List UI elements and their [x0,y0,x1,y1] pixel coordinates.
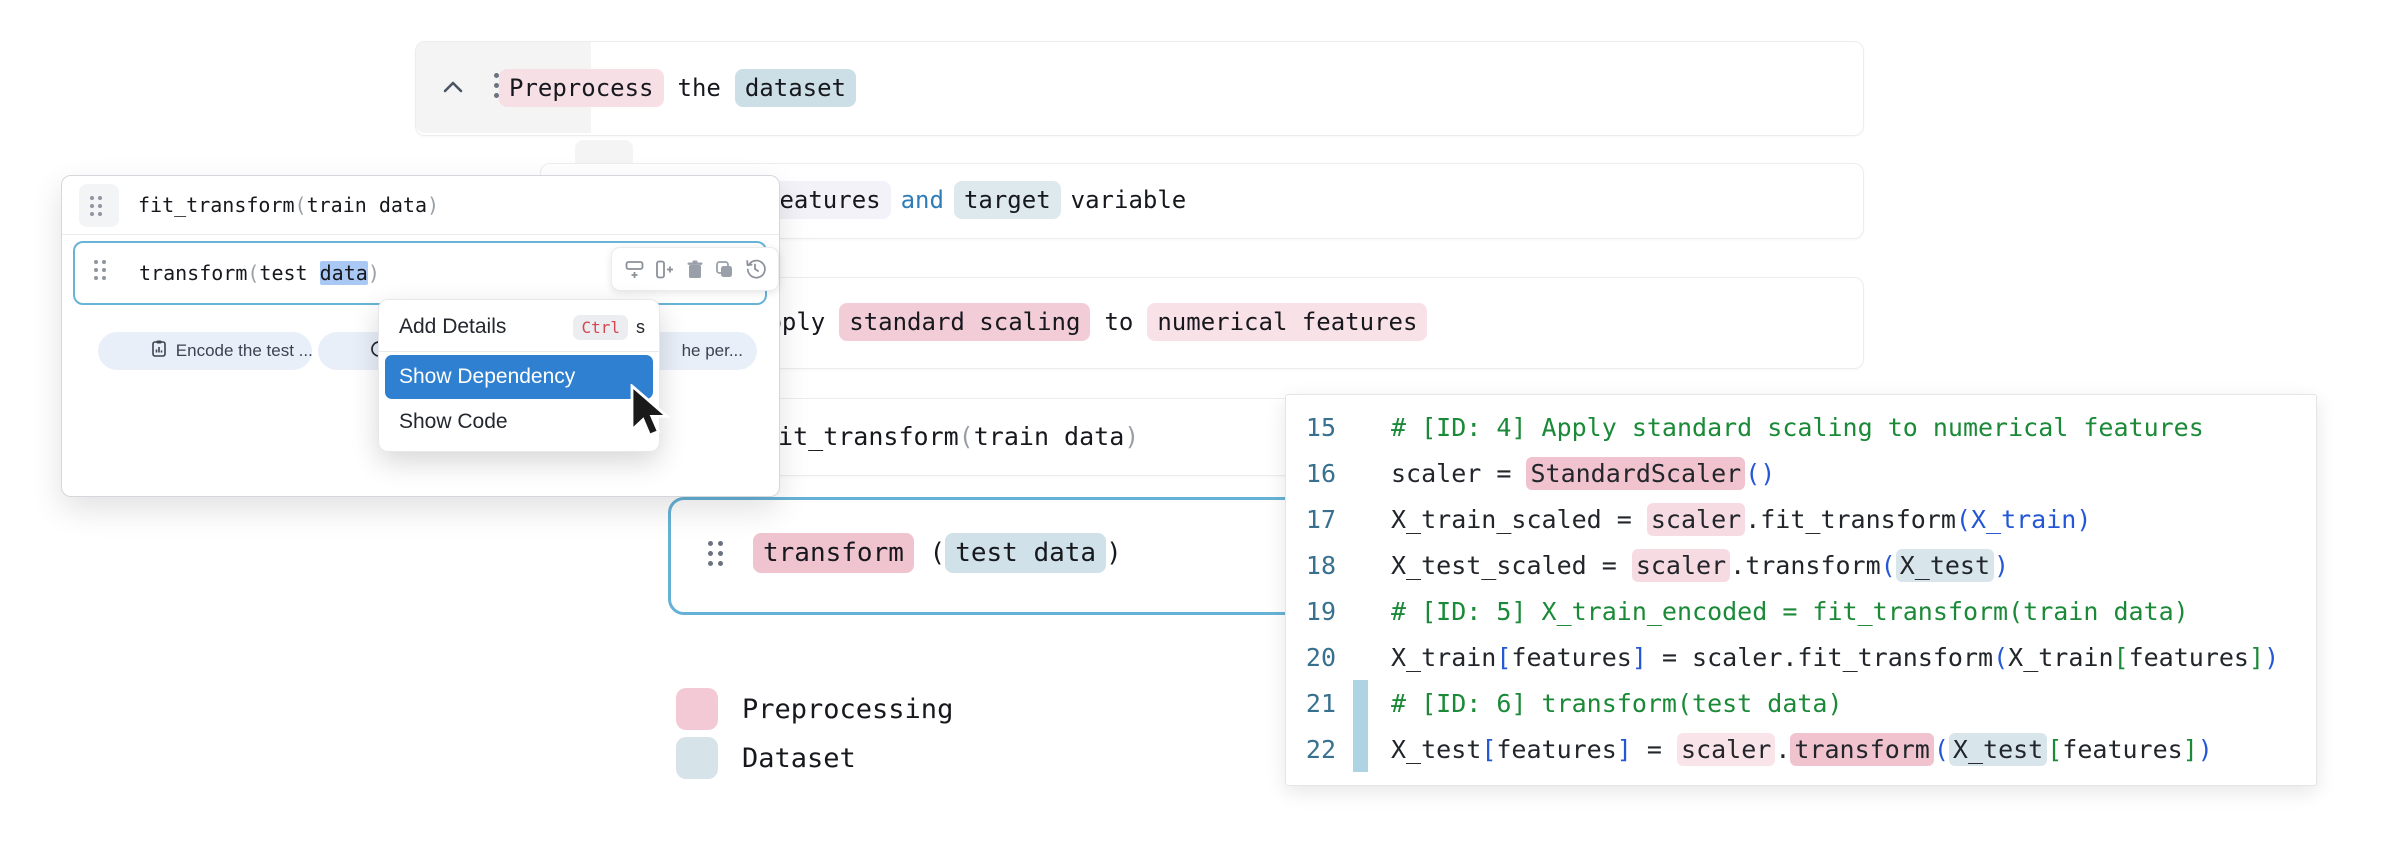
code-line-16: 16 scaler = StandardScaler() [1286,450,2316,496]
code-lines: 15 # [ID: 4] Apply standard scaling to nu… [1286,404,2316,772]
delete-trash-icon[interactable] [685,259,705,280]
list-separator [62,234,779,235]
fit-transform-arg: train data [973,421,1125,451]
tag-numerical-features[interactable]: numerical features [1147,303,1428,341]
tag-transform[interactable]: transform [753,533,914,573]
code-text: # [ID: 6] transform(test data) [1391,688,1843,718]
open-paren: ( [913,538,946,568]
menu-item-show-dependency[interactable]: Show Dependency [385,355,653,399]
code-line-19: 19 # [ID: 5] X_train_encoded = fit_transf… [1286,588,2316,634]
menu-item-add-details[interactable]: Add Details Ctrl s [379,306,659,348]
code-line-17: 17 X_train_scaled = scaler.fit_transform(… [1286,496,2316,542]
gutter-highlight-marker [1353,726,1368,772]
history-clock-icon[interactable] [744,258,766,280]
legend-item-preprocessing: Preprocessing [676,688,953,730]
code-text: scaler = StandardScaler() [1391,456,1776,490]
chip-encode-the-test[interactable]: Encode the test ... [98,332,313,370]
drag-handle-icon[interactable] [94,260,106,280]
gutter-spacer [1353,588,1368,634]
drag-handle-icon[interactable] [90,196,102,216]
insert-row-below-icon[interactable] [624,259,645,280]
code-text: X_test[features] = scaler.transform(X_te… [1391,732,2213,766]
close-paren: ) [427,192,440,217]
word-the: the [677,73,721,102]
open-paren: ( [958,421,974,451]
legend-swatch-preprocessing [676,688,718,730]
duplicate-copy-icon[interactable] [714,259,735,280]
code-line-18: 18 X_test_scaled = scaler.transform(X_tes… [1286,542,2316,588]
tag-test-data[interactable]: test data [945,533,1107,573]
chip-label: Encode the test ... [175,341,313,360]
legend-label-dataset: Dataset [742,742,856,774]
transform-item-text: transform(test data) [139,243,380,303]
shortcut-suffix: s [636,316,645,337]
legend-item-dataset: Dataset [676,737,856,779]
menu-item-label: Show Dependency [399,365,576,388]
line-number: 22 [1305,734,1336,764]
gutter-spacer [1353,634,1368,680]
open-paren: ( [247,261,260,285]
tag-standard-scaling[interactable]: standard scaling [839,303,1091,341]
code-text: X_train_scaled = scaler.fit_transform(X_… [1391,502,2092,536]
code-text: # [ID: 5] X_train_encoded = fit_transfor… [1391,596,2189,626]
code-text: X_train[features] = scaler.fit_transform… [1391,642,2280,672]
fn-text: transform [139,261,248,285]
close-paren: ) [1124,421,1140,451]
report-chart-icon [112,319,168,383]
menu-item-label: Add Details [399,315,507,338]
line-number: 21 [1305,688,1336,718]
legend-swatch-dataset [676,737,718,779]
line-number: 16 [1305,458,1336,488]
gutter-spacer [1353,450,1368,496]
word-and: and [900,186,944,214]
line-number: 19 [1305,596,1336,626]
node-preprocess-the-dataset[interactable]: Preprocess the dataset [415,41,1864,136]
menu-item-show-code[interactable]: Show Code [379,399,659,445]
collapse-chevron-up-icon[interactable] [442,80,464,99]
code-line-21: 21 # [ID: 6] transform(test data) [1286,680,2316,726]
code-text: X_test_scaled = scaler.transform(X_test) [1391,548,2010,582]
fn-text: fit_transform [138,192,295,217]
word-to: to [1104,308,1134,336]
word-variable: variable [1070,186,1187,214]
mouse-cursor-icon [628,382,680,450]
shortcut-key-badge: Ctrl [573,314,628,340]
arg-text: train data [306,192,428,217]
code-preview-panel: 15 # [ID: 4] Apply standard scaling to nu… [1285,394,2317,786]
close-paren: ) [367,261,380,285]
insert-column-right-icon[interactable] [654,259,675,280]
arg-text: test [259,261,320,285]
drag-handle-icon[interactable] [708,541,723,566]
legend-label-preprocessing: Preprocessing [742,693,954,725]
code-line-20: 20 X_train[features] = scaler.fit_transfo… [1286,634,2316,680]
open-paren: ( [294,192,307,217]
chip-label: he per... [681,341,743,360]
tag-preprocess[interactable]: Preprocess [499,68,664,107]
tag-dataset[interactable]: dataset [734,68,857,107]
code-line-15: 15 # [ID: 4] Apply standard scaling to nu… [1286,404,2316,450]
line-number: 18 [1305,550,1336,580]
code-text: # [ID: 4] Apply standard scaling to nume… [1391,412,2204,442]
line-number: 15 [1305,412,1336,442]
fit-transform-fn: fit_transform [763,421,959,451]
code-line-22: 22 X_test[features] = scaler.transform(X_… [1286,726,2316,772]
menu-divider [379,351,659,352]
menu-item-label: Show Code [399,410,508,433]
close-paren: ) [1106,538,1122,568]
list-item-fit-transform[interactable]: fit_transform(train data) [138,176,439,233]
line-number: 17 [1305,504,1336,534]
context-menu: Add Details Ctrl s Show Dependency Show … [378,299,660,452]
gutter-highlight-marker [1353,680,1368,726]
gutter-spacer [1353,542,1368,588]
node-toolbar [611,247,779,291]
line-number: 20 [1305,642,1336,672]
gutter-spacer [1353,496,1368,542]
selected-word-data: data [319,261,368,285]
tag-target[interactable]: target [953,181,1061,219]
gutter-spacer [1353,404,1368,450]
